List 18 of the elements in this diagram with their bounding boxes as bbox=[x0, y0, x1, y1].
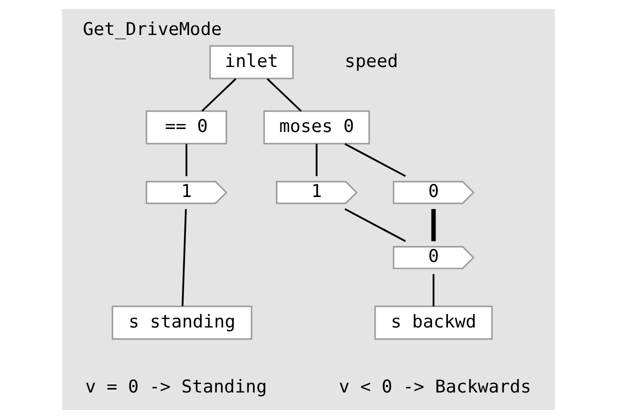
connector bbox=[186, 143, 188, 176]
label: v < 0 -> Backwards bbox=[338, 376, 532, 397]
node-box: s backwd bbox=[374, 305, 493, 340]
connector bbox=[344, 208, 406, 242]
connector bbox=[344, 142, 406, 176]
connector bbox=[266, 78, 302, 112]
node-box: inlet bbox=[209, 44, 294, 79]
connector bbox=[431, 208, 436, 241]
connector bbox=[316, 143, 318, 176]
node-label: speed bbox=[344, 51, 398, 72]
node-box: == 0 bbox=[146, 110, 228, 144]
connector bbox=[182, 208, 187, 306]
diagram-title: Get_DriveMode bbox=[82, 20, 222, 40]
label: v = 0 -> Standing bbox=[85, 376, 267, 397]
node-box: moses 0 bbox=[263, 110, 370, 144]
node-box: s standing bbox=[112, 305, 252, 340]
connector bbox=[201, 78, 236, 112]
connector bbox=[432, 274, 434, 306]
